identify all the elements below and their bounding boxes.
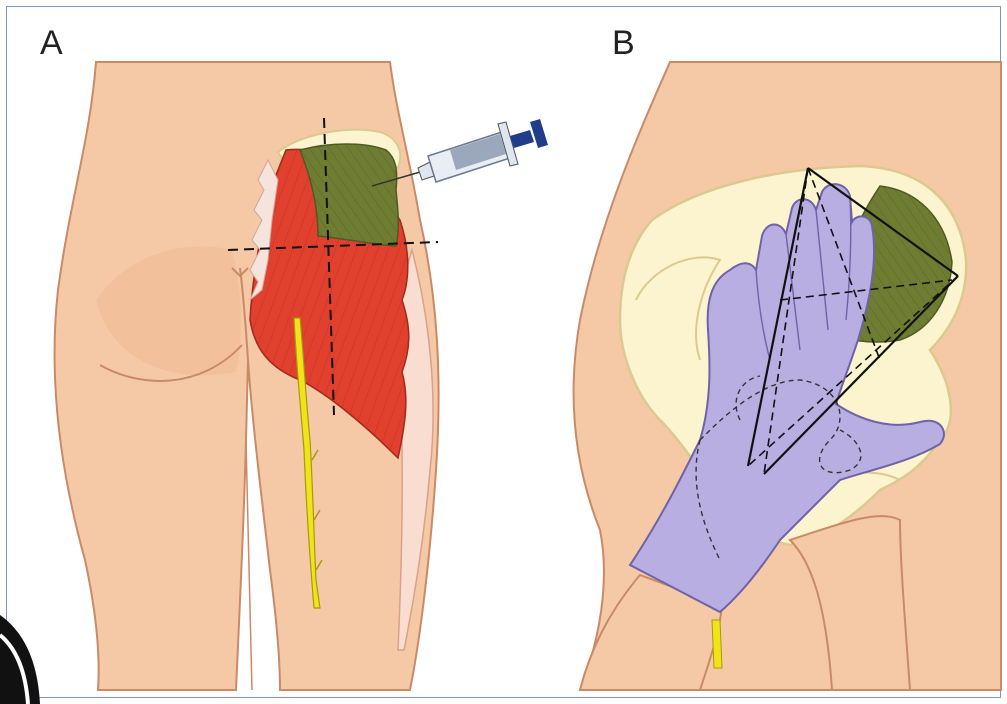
panel-b-illustration — [574, 62, 1001, 690]
syringe-plunger-head — [530, 119, 548, 148]
sciatic-nerve-b — [712, 620, 722, 668]
panel-a-illustration — [54, 62, 548, 690]
thigh-gap — [246, 440, 252, 690]
syringe-plunger — [510, 130, 534, 148]
